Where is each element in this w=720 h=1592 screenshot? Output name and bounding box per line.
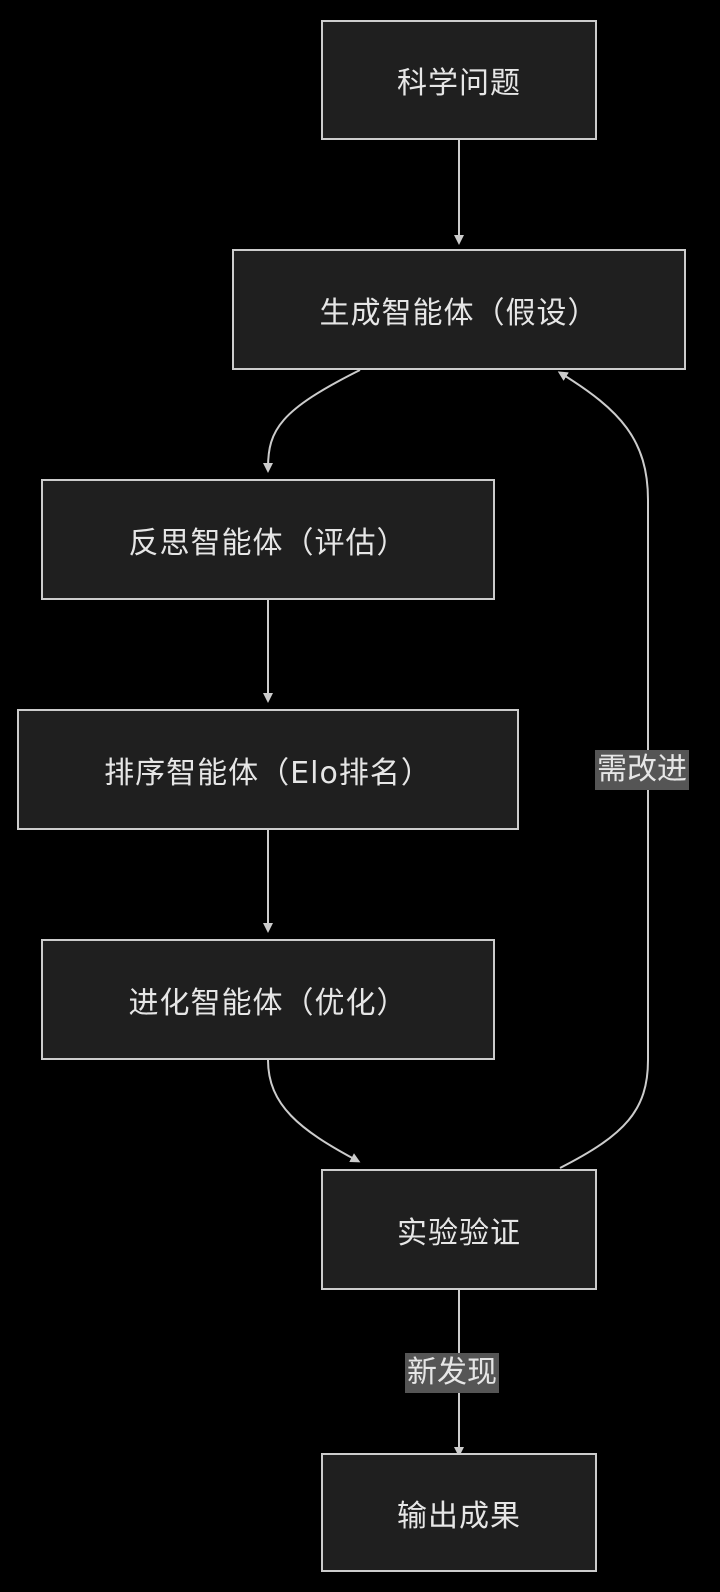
node-validation: 实验验证 bbox=[321, 1169, 597, 1290]
node-ranking-label: 排序智能体（Elo排名） bbox=[104, 755, 432, 791]
edge-validation-to-generation bbox=[557, 371, 649, 1169]
node-output-label: 输出成果 bbox=[397, 1498, 521, 1534]
edge-label-improve: 需改进 bbox=[595, 750, 689, 790]
node-reflection: 反思智能体（评估） bbox=[41, 479, 495, 600]
node-ranking: 排序智能体（Elo排名） bbox=[17, 709, 519, 830]
edge-evolution-to-validation bbox=[267, 1059, 361, 1163]
node-question: 科学问题 bbox=[321, 20, 597, 140]
node-question-label: 科学问题 bbox=[397, 66, 521, 101]
node-evolution: 进化智能体（优化） bbox=[41, 939, 495, 1060]
node-generation-label: 生成智能体（假设） bbox=[319, 295, 599, 331]
node-reflection-label: 反思智能体（评估） bbox=[128, 525, 408, 561]
node-generation: 生成智能体（假设） bbox=[232, 249, 686, 370]
node-evolution-label: 进化智能体（优化） bbox=[128, 985, 408, 1021]
node-validation-label: 实验验证 bbox=[397, 1215, 521, 1251]
edge-label-discovery: 新发现 bbox=[405, 1353, 499, 1393]
edge-generation-to-reflection bbox=[263, 369, 361, 473]
node-output: 输出成果 bbox=[321, 1453, 597, 1572]
